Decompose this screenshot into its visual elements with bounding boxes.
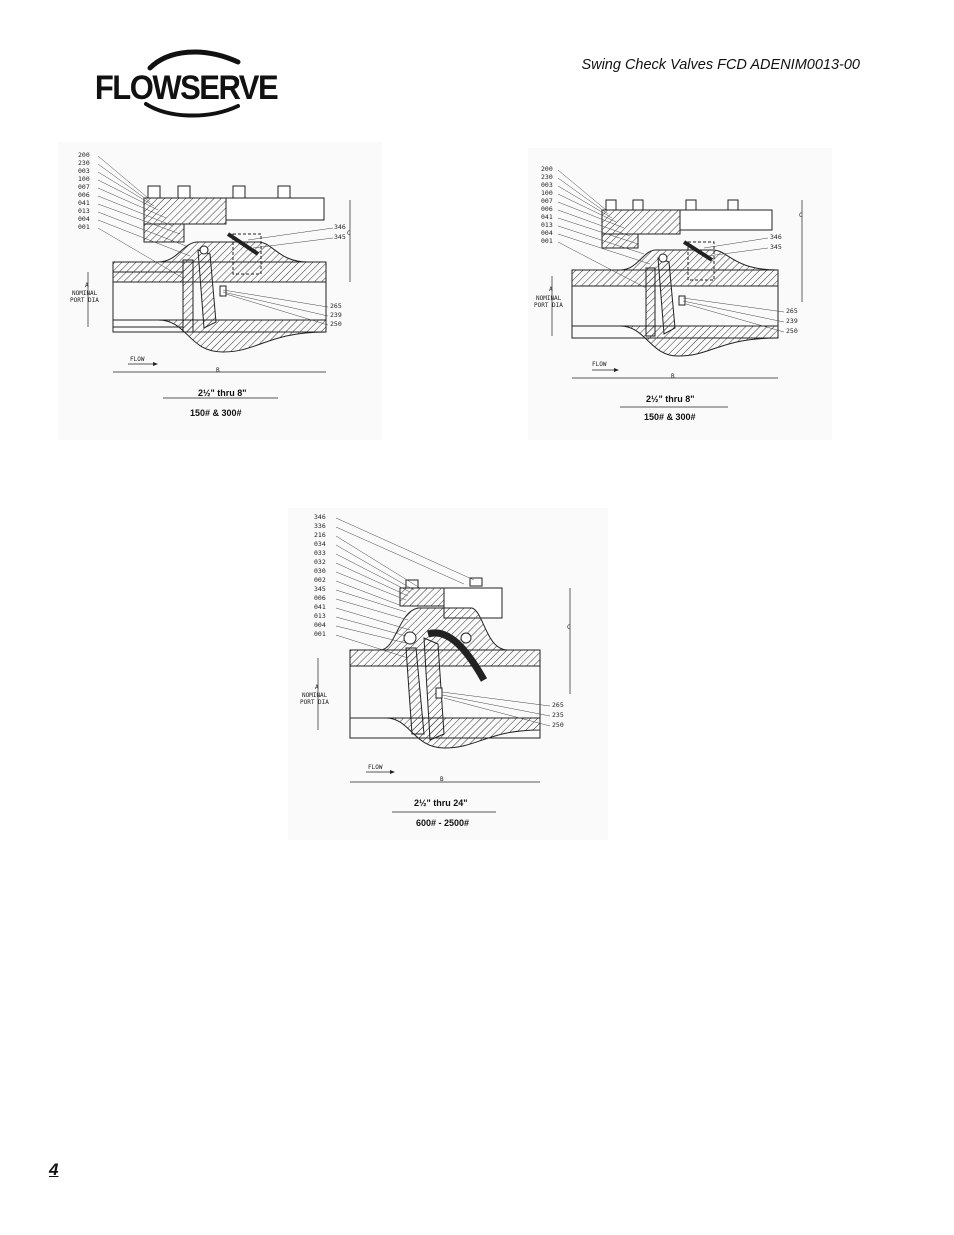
- dim-c-label: C: [347, 230, 351, 237]
- dim-c-label: C: [799, 212, 803, 219]
- callout-label: 001: [314, 630, 326, 638]
- valve-section-graphic: [317, 517, 571, 813]
- dim-a-label: A: [85, 282, 89, 289]
- callout-label: 007: [78, 183, 90, 191]
- callout-label: 230: [78, 159, 90, 167]
- flowserve-logo: FLOWSERVE: [88, 48, 284, 120]
- pressure-rating-label: 600# - 2500#: [416, 818, 470, 828]
- callout-label: 041: [78, 199, 90, 207]
- callout-label: 235: [552, 711, 564, 719]
- callout-label: 346: [770, 233, 782, 241]
- callout-label: 250: [552, 721, 564, 729]
- dim-port-dia-label: PORT DIA: [70, 297, 99, 304]
- callout-label: 345: [334, 233, 346, 241]
- callout-label: 265: [552, 701, 564, 709]
- dim-a-label: A: [315, 684, 319, 691]
- page-number: 4: [49, 1160, 59, 1179]
- pressure-rating-label: 150# & 300#: [190, 408, 242, 418]
- flow-label: FLOW: [368, 764, 383, 771]
- pressure-rating-label: 150# & 300#: [644, 412, 696, 422]
- callout-label: 200: [78, 151, 90, 159]
- callout-label: 230: [541, 173, 553, 181]
- valve-drawing-3: 346 336 216 034 033 032 030 002 345 006 …: [288, 508, 608, 840]
- callout-label: 336: [314, 522, 326, 530]
- dim-nominal-label: NOMINAL: [302, 692, 328, 699]
- callout-label: 006: [541, 205, 553, 213]
- dim-nominal-label: NOMINAL: [72, 290, 98, 297]
- callout-label: 250: [786, 327, 798, 335]
- callout-label: 013: [541, 221, 553, 229]
- callout-label: 216: [314, 531, 326, 539]
- callout-label: 007: [541, 197, 553, 205]
- callout-label: 100: [541, 189, 553, 197]
- callout-label: 013: [78, 207, 90, 215]
- callout-label: 265: [786, 307, 798, 315]
- callout-label: 034: [314, 540, 326, 548]
- size-range-label: 2½" thru 8": [646, 394, 695, 404]
- dim-a-label: A: [549, 286, 553, 293]
- brand-wordmark: FLOWSERVE: [94, 68, 279, 107]
- dim-port-dia-label: PORT DIA: [534, 302, 563, 309]
- callout-label: 004: [314, 621, 326, 629]
- flow-label: FLOW: [130, 356, 145, 363]
- callout-label: 346: [334, 223, 346, 231]
- callout-label: 345: [314, 585, 326, 593]
- document-title: Swing Check Valves FCD ADENIM0013-00: [581, 57, 860, 73]
- callout-label: 345: [770, 243, 782, 251]
- callout-label: 265: [330, 302, 342, 310]
- callout-label: 346: [314, 513, 326, 521]
- dim-port-dia-label: PORT DIA: [300, 699, 329, 706]
- dim-b-label: B: [671, 373, 675, 380]
- valve-section-graphic: [551, 169, 803, 408]
- callout-label: 001: [78, 223, 90, 231]
- callout-label: 003: [78, 167, 90, 175]
- callout-label: 001: [541, 237, 553, 245]
- callout-label: 041: [314, 603, 326, 611]
- callout-label: 004: [78, 215, 90, 223]
- callout-label: 200: [541, 165, 553, 173]
- valve-drawing-1: 200 230 003 100 007 006 041 013 004 001 …: [58, 142, 382, 440]
- dim-c-label: C: [567, 624, 571, 631]
- callout-label: 003: [541, 181, 553, 189]
- callout-label: 033: [314, 549, 326, 557]
- callout-label: 006: [78, 191, 90, 199]
- flow-label: FLOW: [592, 361, 607, 368]
- dim-nominal-label: NOMINAL: [536, 295, 562, 302]
- size-range-label: 2½" thru 8": [198, 388, 247, 398]
- size-range-label: 2½" thru 24": [414, 798, 468, 808]
- callout-label: 239: [330, 311, 342, 319]
- callout-label: 041: [541, 213, 553, 221]
- logo-swoosh: [144, 49, 241, 118]
- callout-label: 030: [314, 567, 326, 575]
- callout-label: 032: [314, 558, 326, 566]
- callout-label: 100: [78, 175, 90, 183]
- valve-drawing-2: 200 230 003 100 007 006 041 013 004 001 …: [528, 148, 832, 440]
- valve-section-graphic: [87, 155, 351, 399]
- callout-label: 239: [786, 317, 798, 325]
- dim-b-label: B: [440, 776, 444, 783]
- callout-label: 013: [314, 612, 326, 620]
- callout-label: 004: [541, 229, 553, 237]
- callout-label: 002: [314, 576, 326, 584]
- callout-label: 006: [314, 594, 326, 602]
- dim-b-label: B: [216, 367, 220, 374]
- callout-label: 250: [330, 320, 342, 328]
